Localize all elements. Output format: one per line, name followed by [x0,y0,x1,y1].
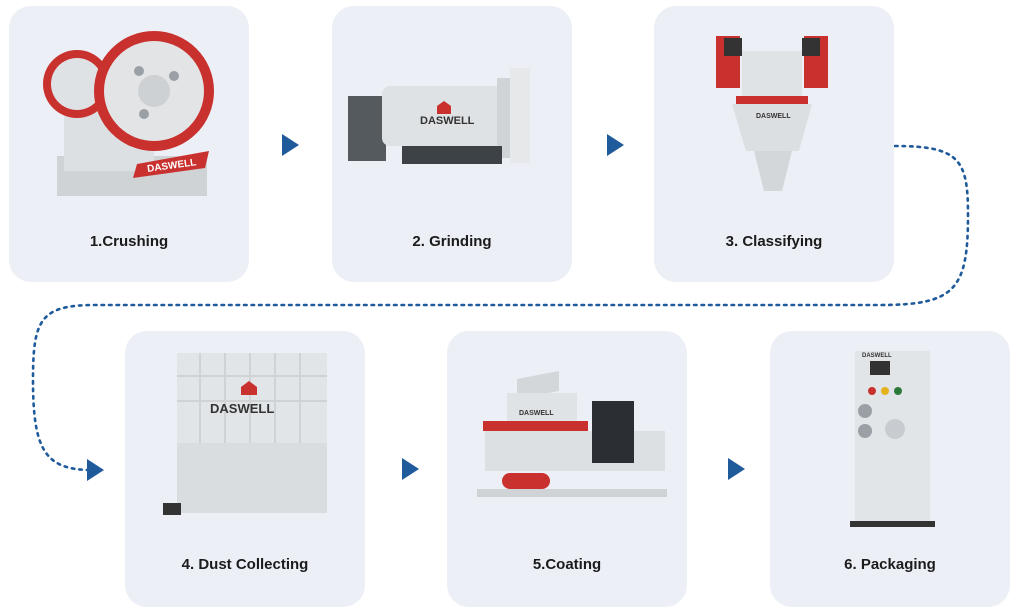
step-label: 4. Dust Collecting [181,556,309,573]
arrow-right-icon [728,458,745,480]
arrow-right-icon [282,134,299,156]
step-card-dust-collecting: DASWELL 4. Dust Collecting [125,331,365,607]
arrow-right-icon [87,459,104,481]
brand-logo-text: DASWELL [519,410,554,417]
packaging-machine-image: DASWELL [850,351,935,527]
brand-logo-text: DASWELL [756,113,791,120]
brand-logo-text: DASWELL [420,115,475,127]
dust-collector-image: DASWELL [163,353,327,515]
step-label: 1.Crushing [89,233,169,250]
coating-machine-image: DASWELL [477,371,667,497]
jaw-crusher-image: DASWELL [43,31,214,196]
arrow-right-icon [402,458,419,480]
classifier-image: DASWELL [716,36,828,191]
step-label: 2. Grinding [412,233,492,250]
step-card-packaging: DASWELL 6. Packaging [770,331,1010,607]
brand-logo-text: DASWELL [862,353,892,359]
step-label: 3. Classifying [725,233,823,250]
step-card-coating: DASWELL 5.Coating [447,331,687,607]
step-label: 6. Packaging [844,556,936,573]
brand-logo-text: DASWELL [210,401,274,416]
arrow-right-icon [607,134,624,156]
step-card-crushing: DASWELL 1.Crushing [9,6,249,282]
ball-mill-image: DASWELL [348,68,530,164]
step-card-grinding: DASWELL 2. Grinding [332,6,572,282]
step-card-classifying: DASWELL 3. Classifying [654,6,894,282]
step-label: 5.Coating [532,556,602,573]
